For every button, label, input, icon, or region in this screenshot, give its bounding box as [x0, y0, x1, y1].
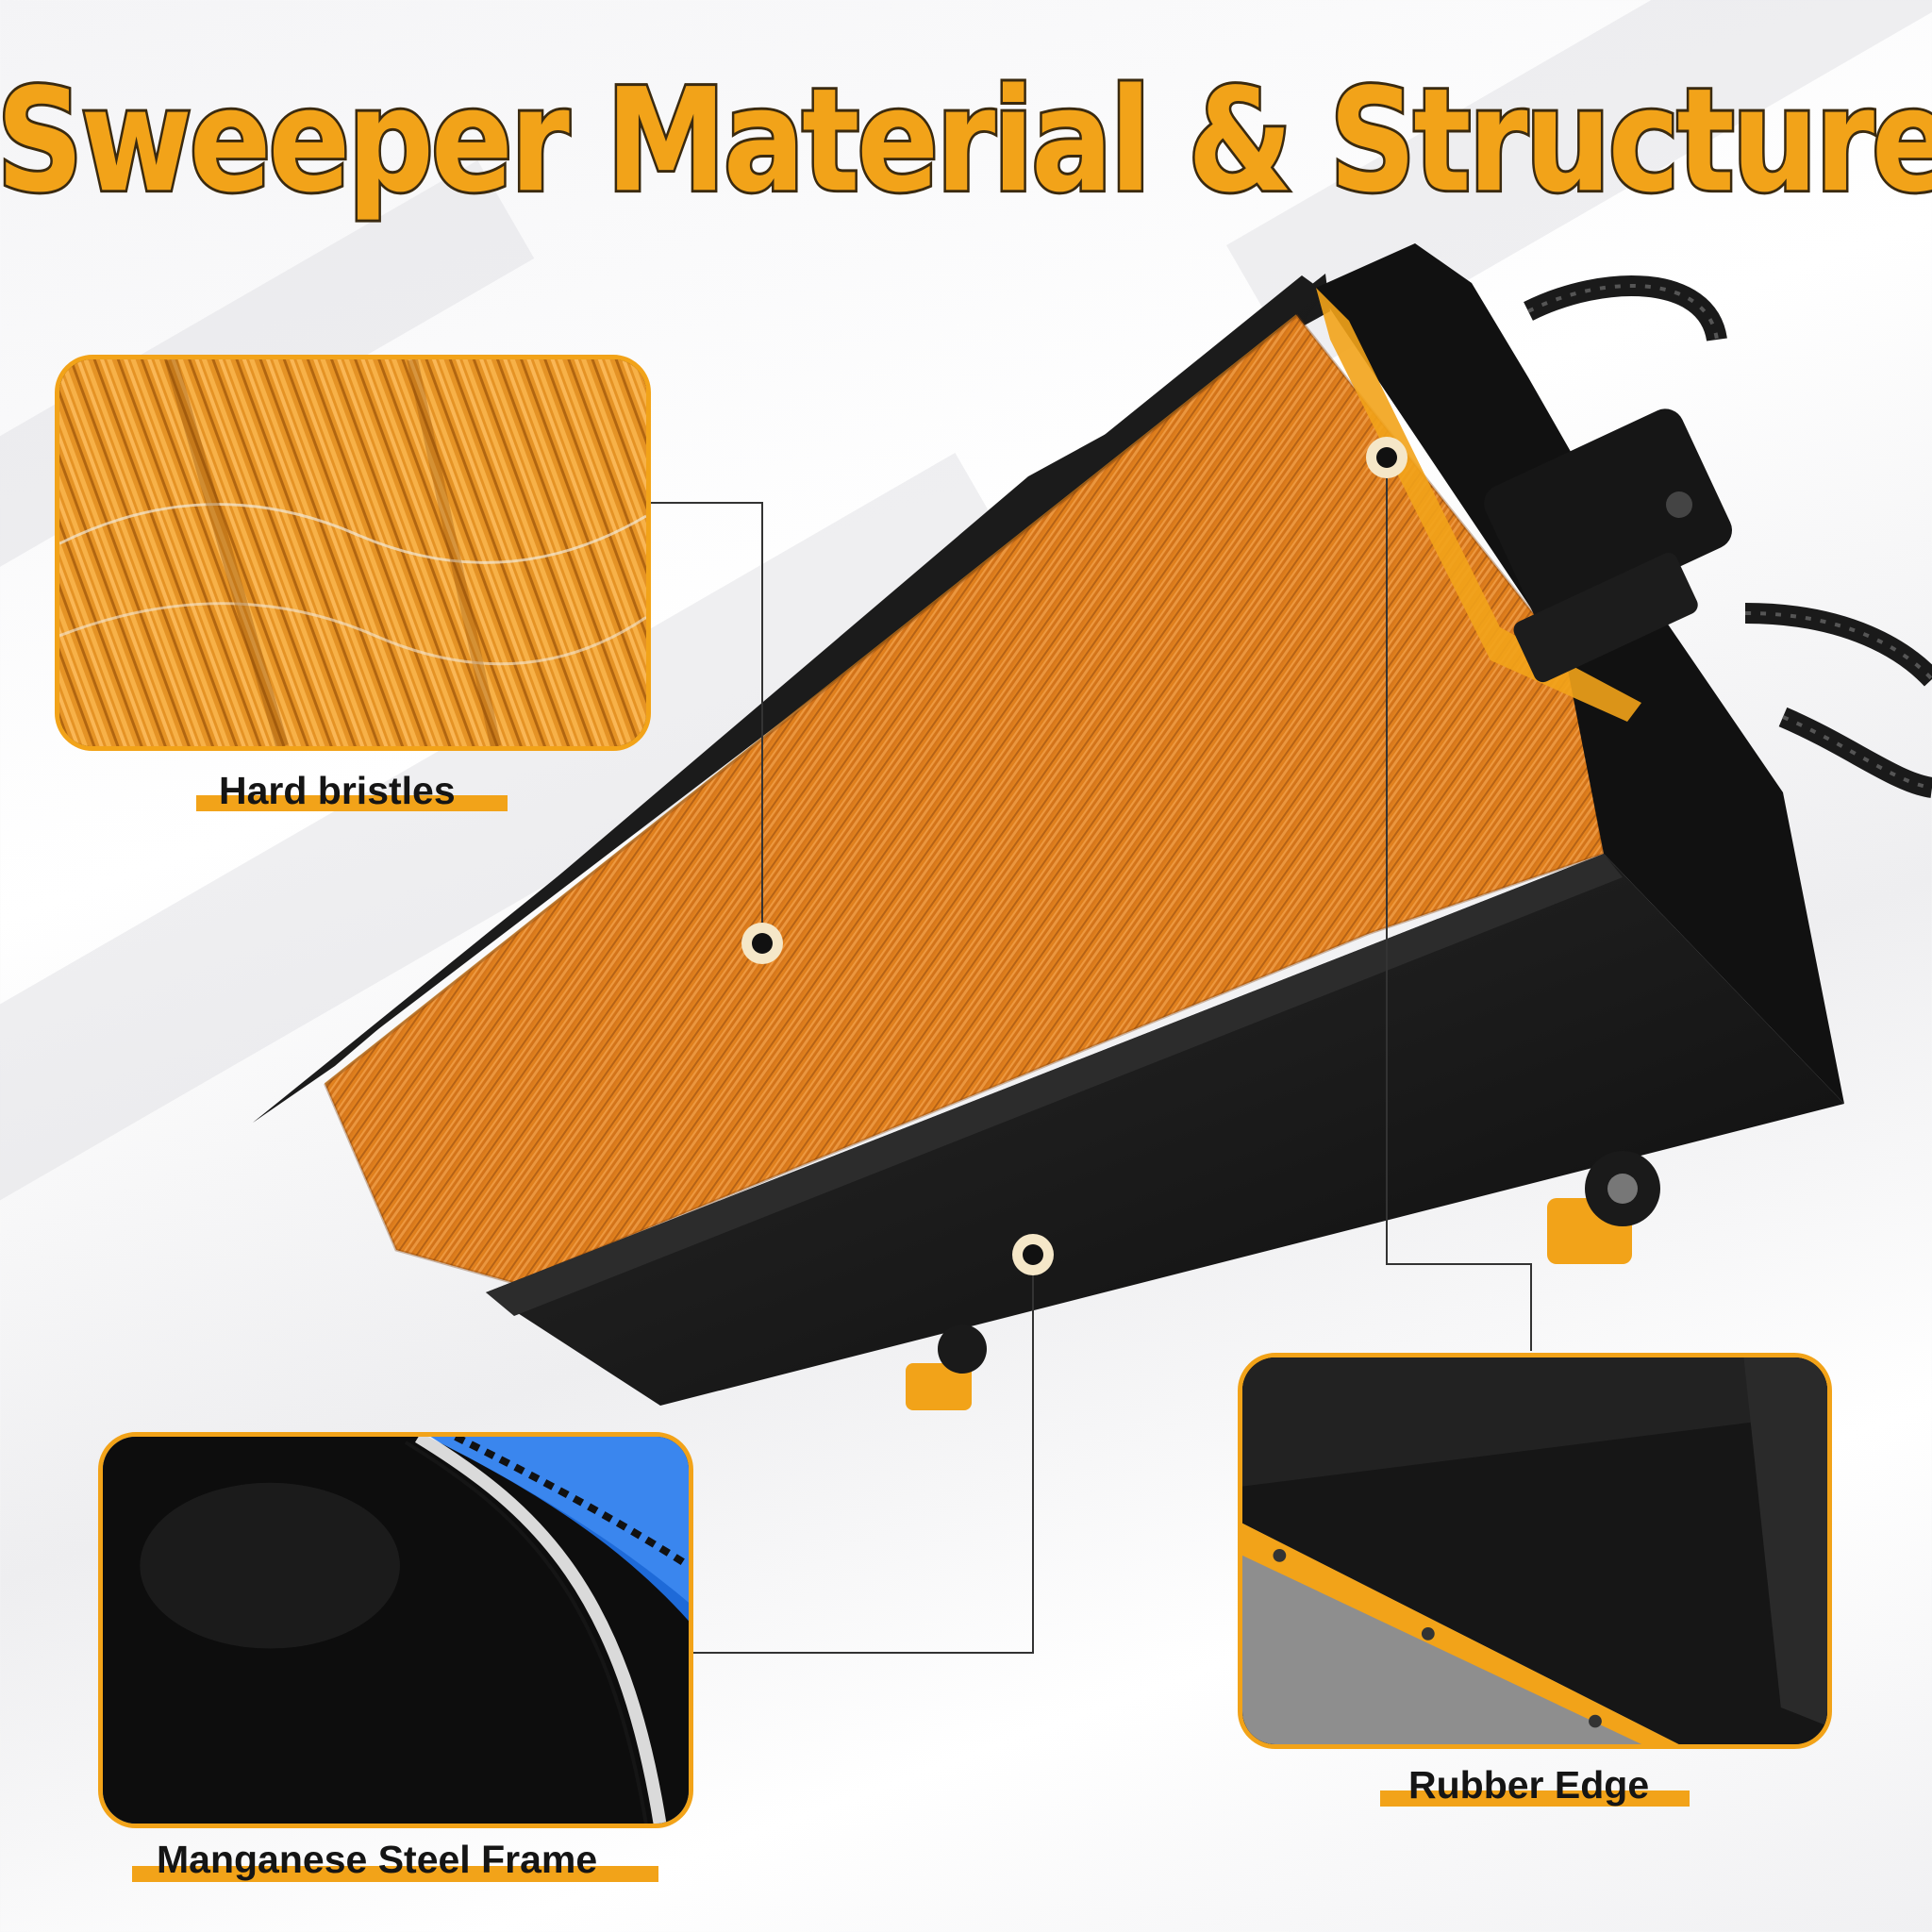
rubber-edge-detail-image	[1238, 1353, 1832, 1749]
hard-bristles-detail-image	[55, 355, 651, 751]
hard-bristles-label: Hard bristles	[219, 769, 456, 812]
caption-underline	[1380, 1790, 1690, 1807]
page-title: Sweeper Material & Structure	[0, 56, 1932, 238]
steel-frame-detail-image	[98, 1432, 693, 1828]
rubber-edge-label: Rubber Edge	[1408, 1763, 1650, 1807]
hydraulic-motor	[1484, 408, 1732, 683]
bristle-roll	[325, 316, 1604, 1283]
caption-underline	[196, 795, 508, 811]
caption-underline	[132, 1866, 658, 1882]
svg-text:Sweeper Material & Structure: Sweeper Material & Structure	[0, 58, 1932, 225]
caster-wheel	[1547, 1151, 1660, 1264]
title-text-graphic: Sweeper Material & Structure	[0, 56, 1932, 226]
steel-frame-label: Manganese Steel Frame	[157, 1838, 598, 1881]
